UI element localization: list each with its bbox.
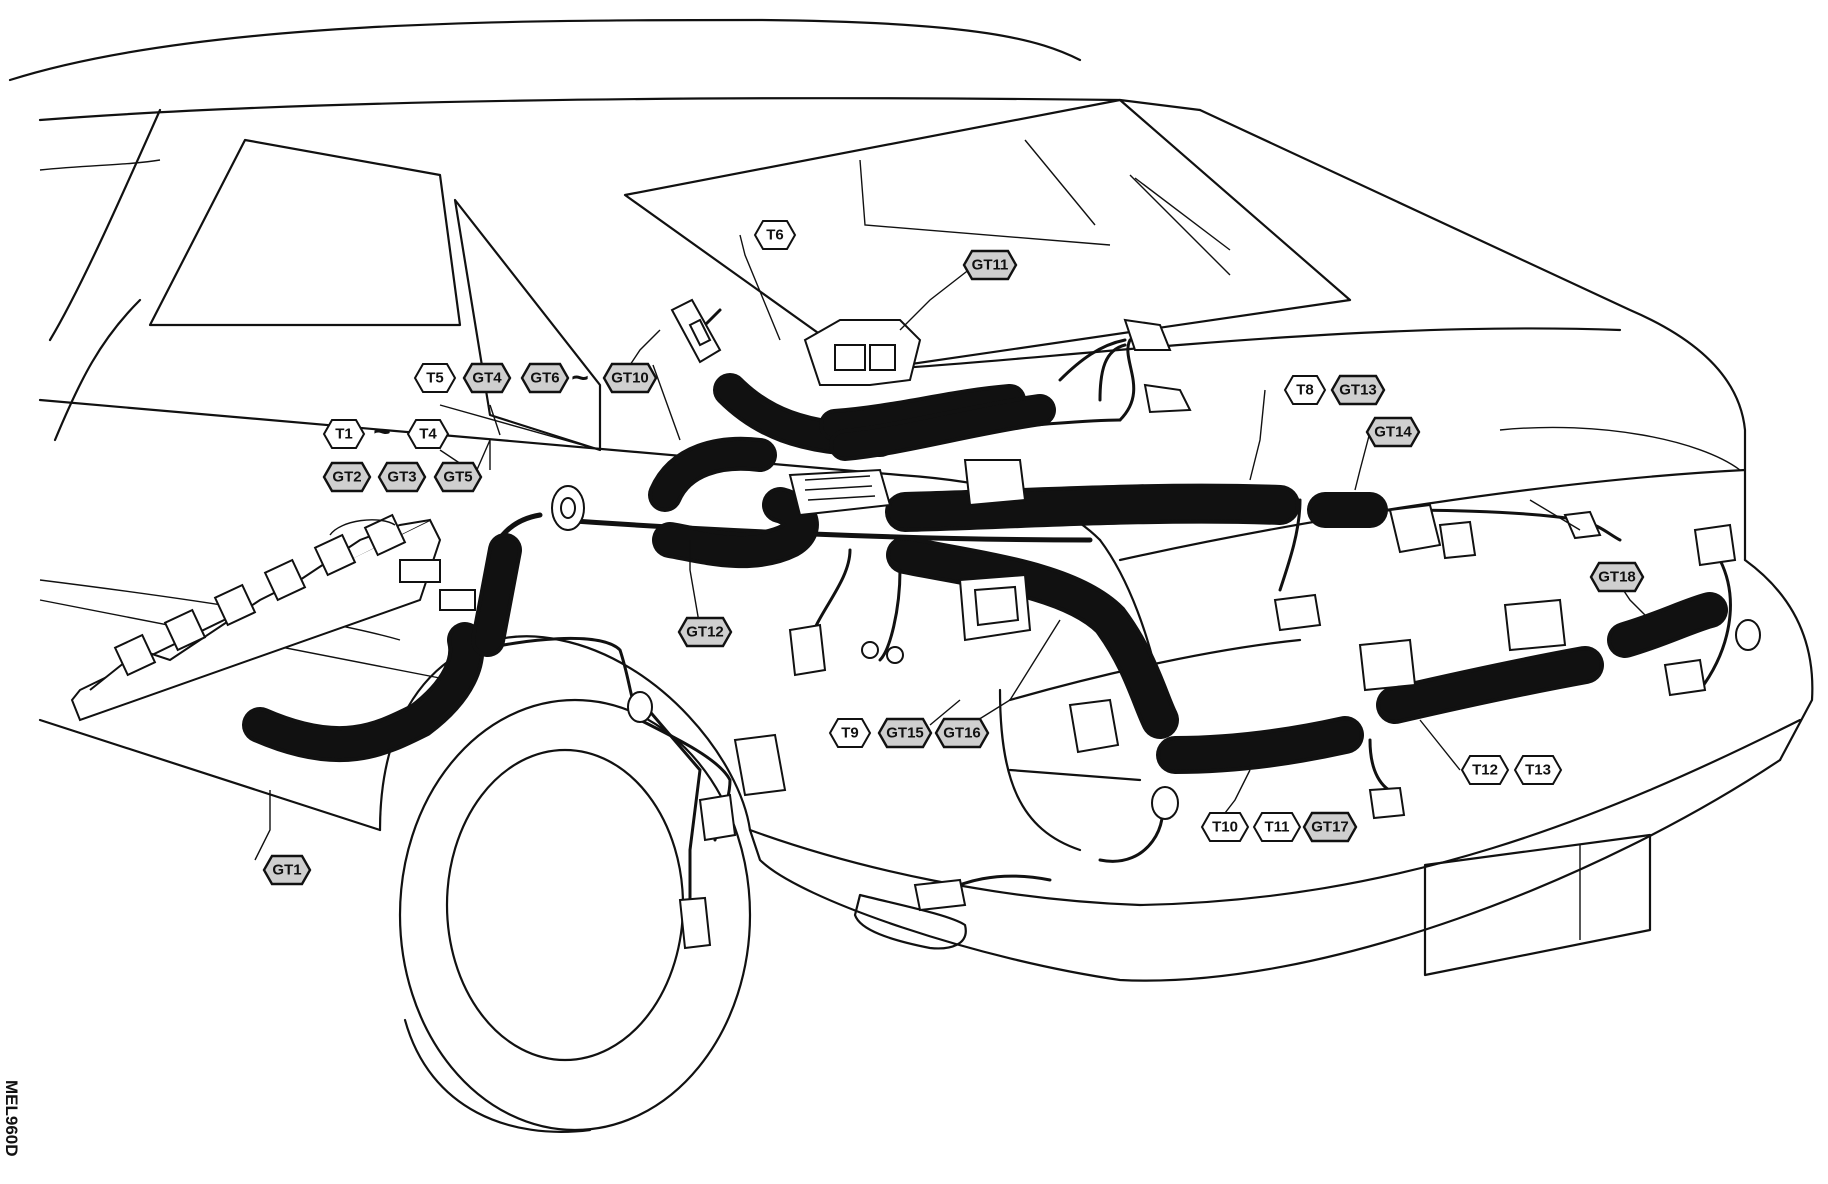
tag-outline — [462, 362, 512, 394]
tag-gt18: GT18 — [1589, 561, 1645, 593]
tag-gt2: GT2 — [322, 461, 372, 493]
tag-t6: T6 — [753, 220, 797, 250]
tag-label: GT12 — [686, 624, 724, 641]
tag-outline — [877, 717, 933, 749]
figure-code: MEL960D — [2, 1080, 21, 1157]
tag-label: GT6 — [530, 370, 559, 387]
tag-outline — [262, 854, 312, 886]
harness-sleeves — [242, 373, 1728, 774]
tag-gt4: GT4 — [462, 362, 512, 394]
connectors — [670, 298, 1737, 950]
tag-outline — [1302, 811, 1358, 843]
tag-label: GT11 — [972, 257, 1009, 274]
tag-outline — [677, 616, 733, 648]
tag-t10: T10 — [1200, 812, 1250, 842]
tag-t8: T8 — [1283, 375, 1327, 405]
tag-outline — [602, 362, 658, 394]
tag-t13: T13 — [1513, 755, 1563, 785]
tag-outline — [1330, 374, 1386, 406]
tag-label: GT18 — [1598, 569, 1636, 586]
tag-outline — [377, 461, 427, 493]
tag-outline — [413, 363, 457, 393]
tag-t1: T1 — [322, 419, 366, 449]
tag-gt5: GT5 — [433, 461, 483, 493]
tag-gt1: GT1 — [262, 854, 312, 886]
junction-block — [70, 513, 476, 722]
tag-label: GT3 — [387, 469, 416, 486]
grommets — [551, 485, 1761, 820]
tag-t12: T12 — [1460, 755, 1510, 785]
tag-outline — [1589, 561, 1645, 593]
tag-label: T4 — [419, 426, 437, 443]
tag-outline — [322, 461, 372, 493]
tag-label: T9 — [841, 725, 859, 742]
tag-outline — [433, 461, 483, 493]
tag-t5: T5 — [413, 363, 457, 393]
tag-outline — [1513, 755, 1563, 785]
tag-gt10: GT10 — [602, 362, 658, 394]
tag-gt12: GT12 — [677, 616, 733, 648]
tag-label: GT13 — [1339, 382, 1377, 399]
tag-outline — [1365, 416, 1421, 448]
tag-outline — [520, 362, 570, 394]
tag-label: GT17 — [1311, 819, 1349, 836]
range-mark-gt6-gt10: ~ — [571, 362, 589, 395]
tag-outline — [1252, 812, 1302, 842]
tag-gt11: GT11 — [962, 249, 1018, 281]
tag-label: T8 — [1296, 382, 1314, 399]
tag-gt6: GT6 — [520, 362, 570, 394]
tag-gt15: GT15 — [877, 717, 933, 749]
tag-outline — [934, 717, 990, 749]
tag-outline — [753, 220, 797, 250]
tag-label: T11 — [1264, 819, 1289, 836]
tag-gt17: GT17 — [1302, 811, 1358, 843]
tag-outline — [1460, 755, 1510, 785]
tag-t9: T9 — [828, 718, 872, 748]
tag-label: GT10 — [611, 370, 649, 387]
tag-outline — [1200, 812, 1250, 842]
tag-outline — [406, 419, 450, 449]
tag-label: GT15 — [886, 725, 924, 742]
tag-gt3: GT3 — [377, 461, 427, 493]
range-mark-t1-t4: ~ — [373, 416, 391, 449]
tag-label: GT1 — [272, 862, 301, 879]
tag-outline — [828, 718, 872, 748]
tag-t11: T11 — [1252, 812, 1302, 842]
tag-label: GT14 — [1374, 424, 1412, 441]
tag-label: GT2 — [332, 469, 361, 486]
tag-label: T5 — [426, 370, 444, 387]
tag-outline — [962, 249, 1018, 281]
tag-label: GT16 — [943, 725, 981, 742]
tag-label: T13 — [1525, 762, 1551, 779]
tag-label: T10 — [1212, 819, 1238, 836]
tag-outline — [1283, 375, 1327, 405]
tag-label: T12 — [1472, 762, 1498, 779]
tag-label: GT5 — [443, 469, 472, 486]
tag-gt16: GT16 — [934, 717, 990, 749]
tag-t4: T4 — [406, 419, 450, 449]
tag-label: T6 — [766, 227, 784, 244]
tag-label: GT4 — [472, 370, 502, 387]
tag-gt13: GT13 — [1330, 374, 1386, 406]
tag-gt14: GT14 — [1365, 416, 1421, 448]
tag-outline — [322, 419, 366, 449]
tag-label: T1 — [335, 426, 353, 443]
